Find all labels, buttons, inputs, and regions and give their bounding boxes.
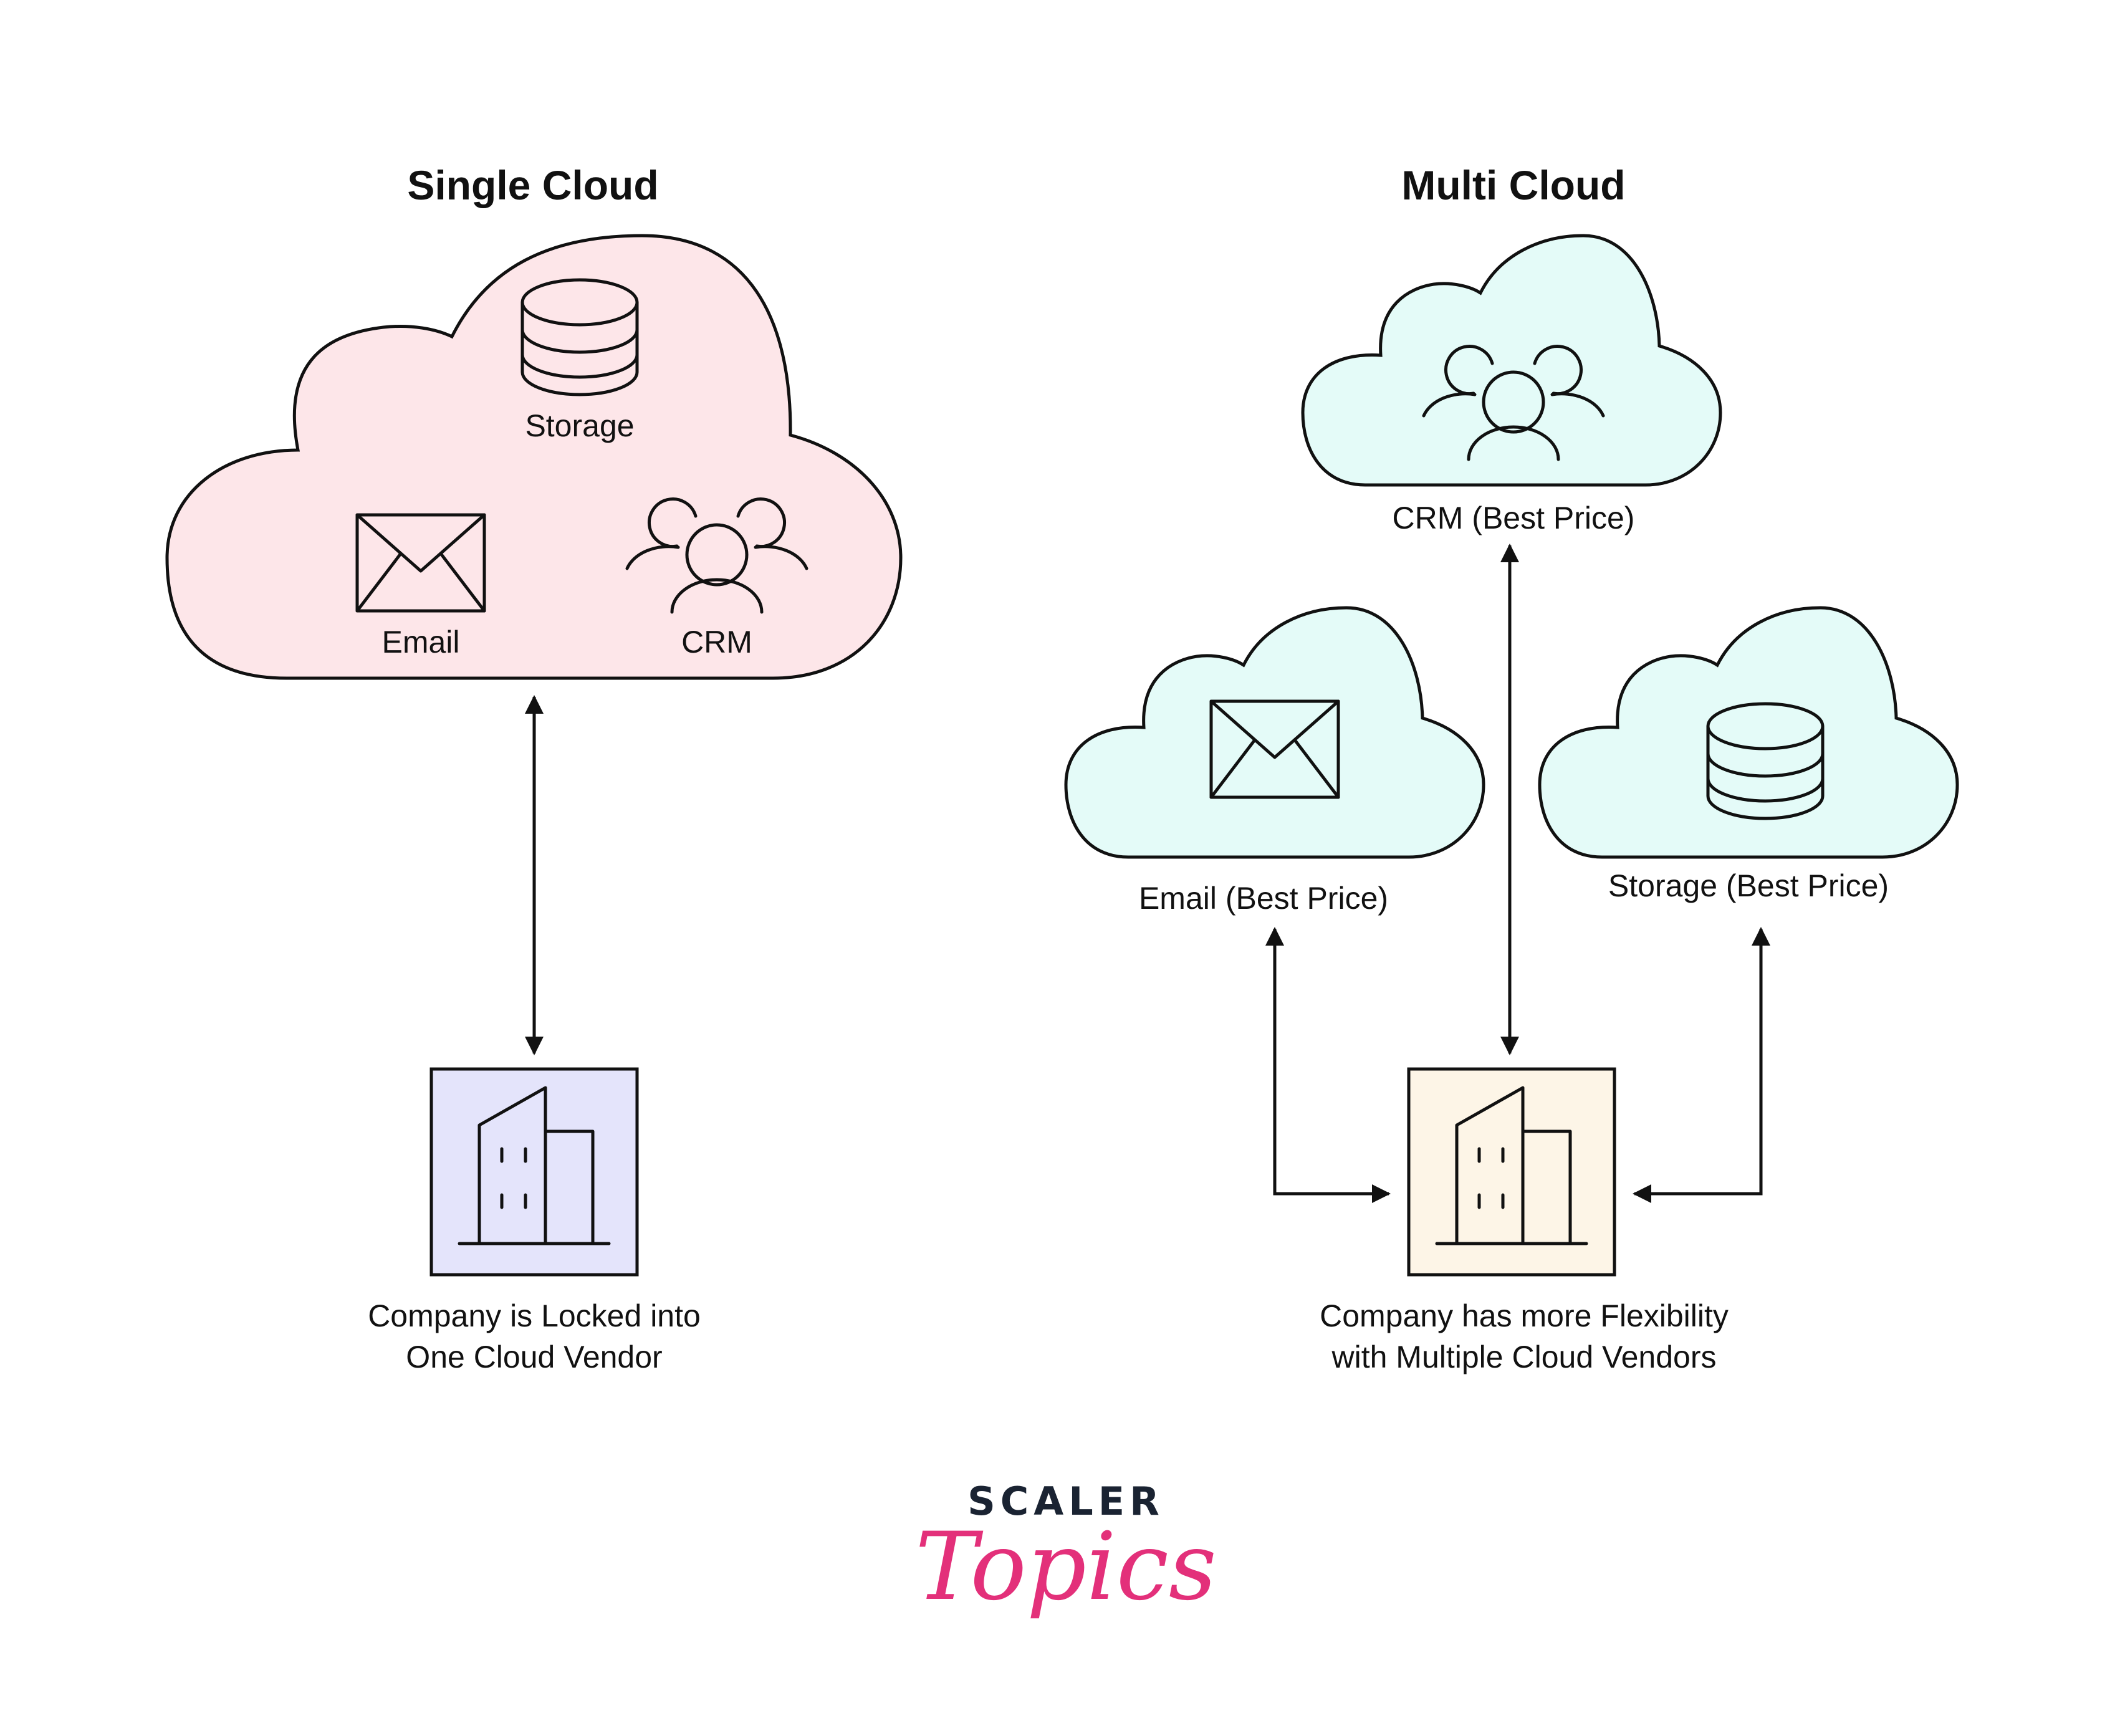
logo-scaler-text: SCALER bbox=[967, 1479, 1164, 1524]
single-cloud-title: Single Cloud bbox=[407, 162, 658, 208]
multi-email-cloud-shape bbox=[1064, 606, 1485, 859]
multi-company-box bbox=[1407, 1067, 1616, 1277]
single-storage-label: Storage bbox=[525, 408, 634, 443]
multi-caption-line1: Company has more Flexibility bbox=[1320, 1298, 1729, 1333]
single-cloud-shape bbox=[165, 234, 903, 680]
single-caption-line1: Company is Locked into bbox=[368, 1298, 701, 1333]
multi-storage-label: Storage (Best Price) bbox=[1608, 868, 1889, 903]
multi-email-connector-arrow bbox=[1265, 927, 1391, 1203]
multi-crm-cloud-shape bbox=[1301, 234, 1722, 487]
multi-storage-cloud-shape bbox=[1538, 606, 1959, 859]
multi-cloud-title: Multi Cloud bbox=[1401, 162, 1625, 208]
single-crm-label: CRM bbox=[681, 625, 752, 659]
multi-storage-connector-arrow bbox=[1633, 927, 1770, 1203]
multi-crm-label: CRM (Best Price) bbox=[1393, 501, 1635, 535]
single-caption-line2: One Cloud Vendor bbox=[406, 1340, 662, 1374]
multi-caption-line2: with Multiple Cloud Vendors bbox=[1331, 1340, 1717, 1374]
single-company-box bbox=[429, 1067, 639, 1277]
single-email-label: Email bbox=[381, 625, 459, 659]
logo-topics-text: Topics bbox=[915, 1513, 1217, 1621]
multi-email-label: Email (Best Price) bbox=[1139, 881, 1388, 916]
